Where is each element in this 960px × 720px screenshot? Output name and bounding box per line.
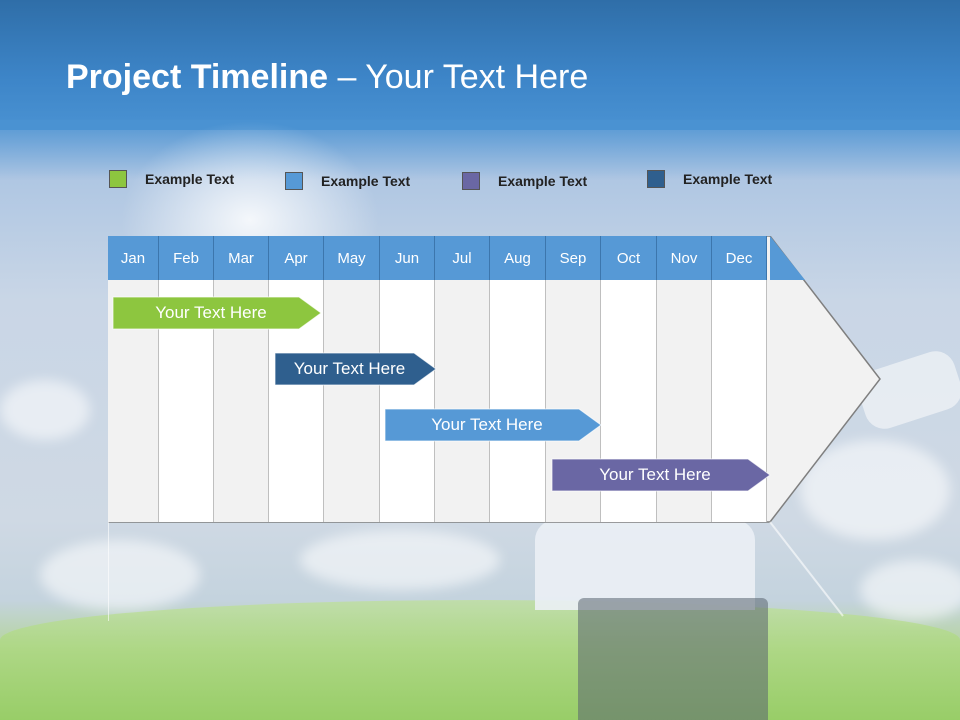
- person-pants: [578, 598, 768, 720]
- month-column: [435, 280, 490, 522]
- month-header-feb: Feb: [159, 236, 214, 280]
- month-column: [490, 280, 546, 522]
- legend-label: Example Text: [498, 173, 588, 189]
- task-label: Your Text Here: [293, 359, 406, 378]
- month-header-dec: Dec: [712, 236, 767, 280]
- task-arrow-shape: [274, 352, 437, 386]
- month-header-jan: Jan: [108, 236, 159, 280]
- task-label: Your Text Here: [431, 415, 543, 434]
- month-header-jul: Jul: [435, 236, 490, 280]
- task-label: Your Text Here: [599, 465, 711, 484]
- task-bar[interactable]: Your Text Here: [112, 296, 322, 330]
- task-arrow-shape: [112, 296, 322, 330]
- legend-label: Example Text: [321, 173, 411, 189]
- month-header-apr: Apr: [269, 236, 324, 280]
- legend-swatch: [462, 172, 480, 190]
- legend-label: Example Text: [145, 171, 235, 187]
- month-column: [324, 280, 380, 522]
- legend-swatch: [109, 170, 127, 188]
- cloud: [860, 560, 960, 620]
- cloud: [300, 530, 500, 590]
- cloud: [40, 540, 200, 610]
- title-bold: Project Timeline: [66, 58, 329, 96]
- cloud: [0, 380, 90, 440]
- legend-item: Example Text: [462, 172, 587, 190]
- task-label: Your Text Here: [155, 303, 267, 322]
- person-shirt: [535, 520, 755, 610]
- month-header-may: May: [324, 236, 380, 280]
- legend-label: Example Text: [683, 171, 773, 187]
- month-header-mar: Mar: [214, 236, 269, 280]
- month-header-nov: Nov: [657, 236, 712, 280]
- task-arrow-shape: [551, 458, 771, 492]
- slide-title: Project Timeline – Your Text Here: [66, 58, 588, 97]
- task-bar[interactable]: Your Text Here: [551, 458, 771, 492]
- month-header-jun: Jun: [380, 236, 435, 280]
- grass-hill: [0, 600, 960, 720]
- legend-swatch: [647, 170, 665, 188]
- month-column: [380, 280, 435, 522]
- legend-item: Example Text: [647, 170, 772, 188]
- header-band: [0, 0, 960, 130]
- month-header-oct: Oct: [601, 236, 657, 280]
- legend-item: Example Text: [285, 172, 410, 190]
- month-header-aug: Aug: [490, 236, 546, 280]
- title-rest: – Your Text Here: [328, 58, 589, 96]
- task-bar[interactable]: Your Text Here: [274, 352, 437, 386]
- month-header-sep: Sep: [546, 236, 601, 280]
- task-bar[interactable]: Your Text Here: [384, 408, 602, 442]
- legend-swatch: [285, 172, 303, 190]
- task-arrow-shape: [384, 408, 602, 442]
- legend-item: Example Text: [109, 170, 234, 188]
- cloud: [800, 440, 950, 540]
